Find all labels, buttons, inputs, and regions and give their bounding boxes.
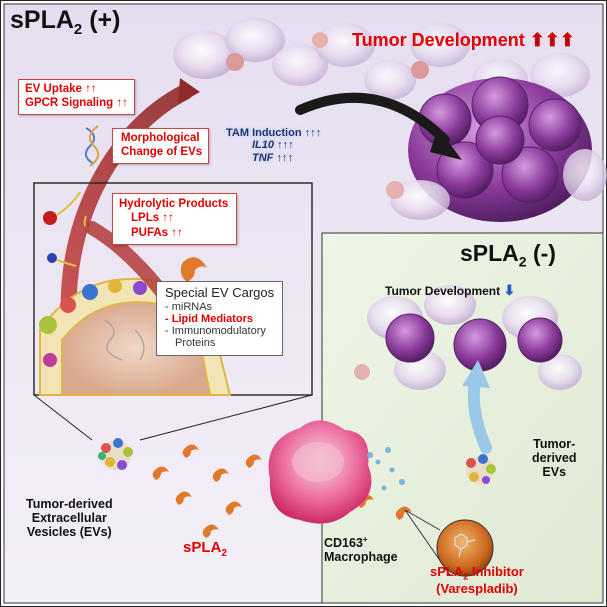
ev-label: Tumor-derived Extracellular Vesicles (EV… (26, 497, 113, 539)
lipid-molecules-icon (43, 191, 91, 267)
ev-uptake-box: EV Uptake ↑↑ GPCR Signaling ↑↑ (18, 79, 135, 115)
ev-cluster-minus (466, 454, 496, 484)
spla2-label: sPLA2 (183, 539, 227, 559)
zoom-line-right (139, 394, 313, 441)
macrophage-label: CD163+ Macrophage (324, 535, 398, 565)
panel-plus-title: sPLA2 (+) (10, 6, 121, 38)
tumor-development-reduced-label: Tumor Development ⬇ (385, 282, 516, 298)
special-ev-cargos-box: Special EV Cargos - miRNAs - Lipid Media… (156, 281, 284, 356)
hydrolytic-products-box: Hydrolytic Products LPLs ↑↑ PUFAs ↑↑ (112, 193, 238, 246)
arrow-to-tumor-head (430, 128, 462, 160)
inhibitor-particles (367, 447, 405, 491)
inhibitor-zoom-circle (436, 519, 494, 577)
cargo-item-lipid-mediators: - Lipid Mediators (165, 312, 253, 325)
arrow-to-tumor (295, 92, 450, 145)
tumor-cluster-small (354, 285, 582, 390)
tam-induction-label: TAM Induction ↑↑↑ IL10 ↑↑↑ TNF ↑↑↑ (226, 127, 322, 164)
cargo-item-proteins: Proteins (175, 337, 216, 350)
spla2-enzyme-icon (180, 257, 207, 282)
cargo-title: Special EV Cargos (165, 285, 275, 300)
macrophage-cell (268, 420, 372, 524)
inhibitor-zoom-line (404, 509, 441, 531)
panel-minus-title: sPLA2 (-) (460, 240, 556, 270)
cargo-item-immunomodulatory: - Immunomodulatory (165, 325, 266, 338)
cargo-item-mirnas: - miRNAs (165, 300, 213, 313)
up-arrows-icon: ⬆⬆⬆ (529, 30, 575, 50)
minus-ev-label: Tumor- derived EVs (532, 437, 577, 479)
down-arrow-icon: ⬇ (503, 282, 516, 298)
arrow-blue-up (467, 376, 492, 454)
morphological-change-box: Morphological Change of EVs (112, 128, 210, 164)
tumor-development-label: Tumor Development ⬆⬆⬆ (352, 30, 575, 50)
inhibitor-molecule-icon (454, 533, 476, 558)
tumor-mass-large (386, 76, 607, 222)
arrow-blue-up-head (462, 360, 490, 388)
zoom-line-left (33, 394, 93, 441)
inhibitor-label: sPLA2 Inhibitor (Varespladib) (430, 564, 524, 596)
ev-cluster-small (98, 438, 133, 470)
arrow-ev-uptake (60, 84, 193, 338)
dna-icon (84, 125, 100, 167)
arrow-ev-uptake-head (178, 78, 200, 104)
